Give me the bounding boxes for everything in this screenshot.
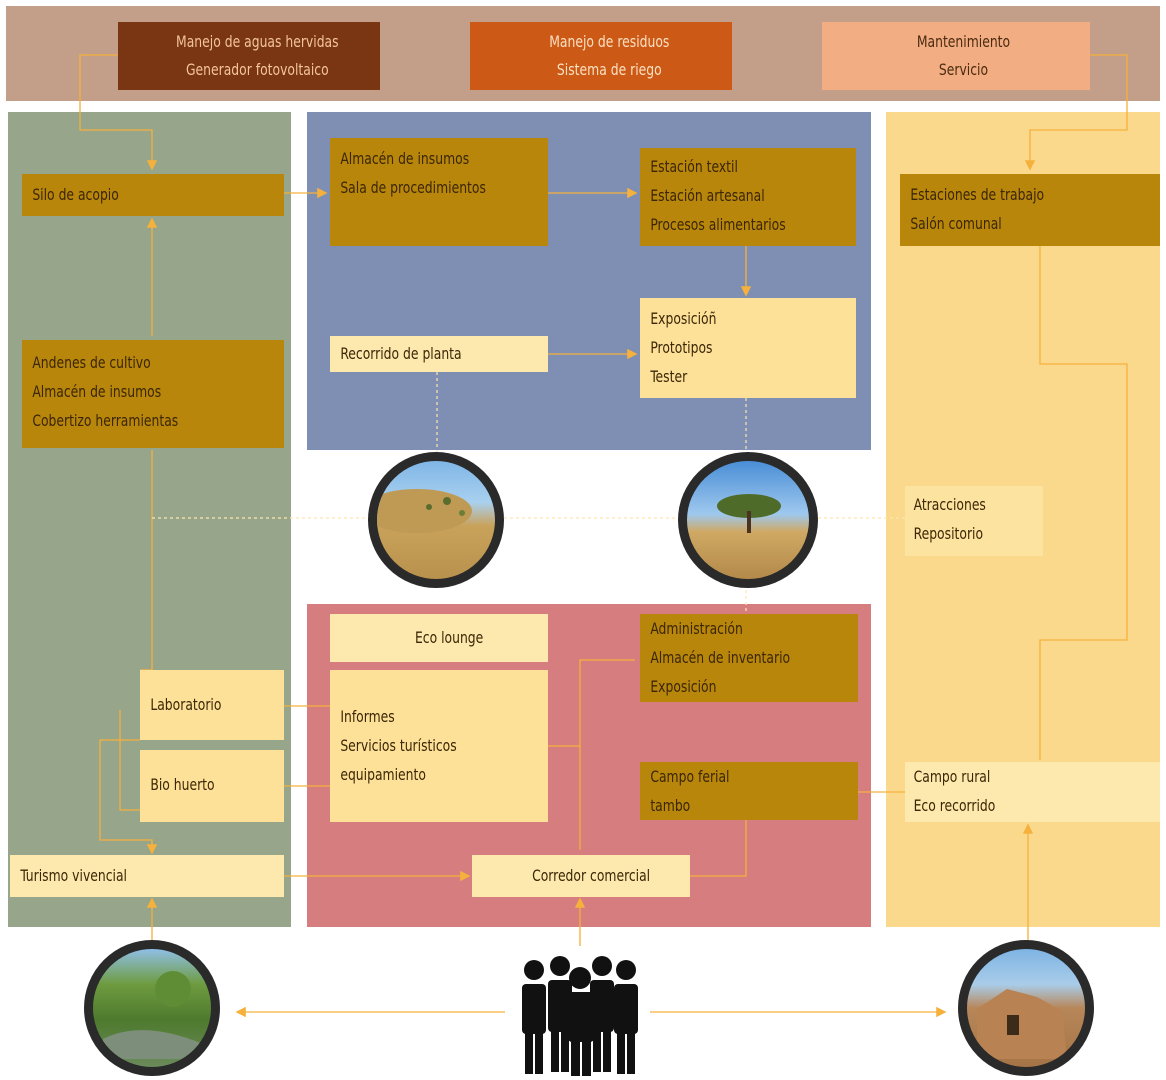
tree-photo <box>678 452 818 588</box>
exposicion-box: Exposicióñ Prototipos Tester <box>640 298 856 398</box>
people-group-icon <box>522 956 638 1076</box>
campo-rural-line2: Eco recorrido <box>913 796 996 815</box>
almacen-box: Almacén de insumos Sala de procedimiento… <box>330 138 548 246</box>
river-photo <box>84 940 220 1076</box>
rock-photo <box>958 940 1094 1076</box>
atracciones-box: Atracciones Repositorio <box>905 486 1043 556</box>
andenes-box: Andenes de cultivo Almacén de insumos Co… <box>22 340 284 448</box>
campo-rural-box: Campo rural Eco recorrido <box>905 762 1160 822</box>
top-right-line2: Servicio <box>938 60 989 79</box>
laboratorio-label: Laboratorio <box>150 695 222 714</box>
ecolounge-label: Eco lounge <box>414 628 484 647</box>
top-middle-line2: Sistema de riego <box>556 60 662 79</box>
admin-line1: Administración <box>650 619 743 638</box>
corredor-label: Corredor comercial <box>532 866 651 885</box>
estaciones-line3: Procesos alimentarios <box>650 215 786 234</box>
exposicion-line1: Exposicióñ <box>650 309 717 328</box>
andenes-line2: Almacén de insumos <box>32 382 162 401</box>
hill-photo <box>368 452 504 588</box>
informes-line3: equipamiento <box>340 765 426 784</box>
silo-label: Silo de acopio <box>32 185 119 204</box>
top-middle-line1: Manejo de residuos <box>549 32 670 51</box>
campo-ferial-box: Campo ferial tambo <box>640 762 858 820</box>
estaciones-trabajo-line2: Salón comunal <box>910 214 1002 233</box>
exposicion-line3: Tester <box>650 367 688 386</box>
campo-ferial-line1: Campo ferial <box>650 767 730 786</box>
river-photo-image <box>103 971 203 1059</box>
top-box-maintenance: Mantenimiento Servicio <box>822 22 1090 90</box>
admin-line2: Almacén de inventario <box>650 648 791 667</box>
top-box-waste: Manejo de residuos Sistema de riego <box>470 22 732 90</box>
almacen-line2: Sala de procedimientos <box>340 178 486 197</box>
biohuerto-box: Bio huerto <box>140 750 284 822</box>
rock-photo-image <box>977 989 1067 1059</box>
recorrido-box: Recorrido de planta <box>330 336 548 372</box>
turismo-box: Turismo vivencial <box>10 855 284 897</box>
admin-box: Administración Almacén de inventario Exp… <box>640 614 858 702</box>
ecolounge-box: Eco lounge <box>330 614 548 662</box>
estaciones-trabajo-box: Estaciones de trabajo Salón comunal <box>900 174 1160 246</box>
almacen-line1: Almacén de insumos <box>340 149 470 168</box>
campo-rural-line1: Campo rural <box>913 767 991 786</box>
laboratorio-box: Laboratorio <box>140 670 284 740</box>
admin-line3: Exposición <box>650 677 717 696</box>
informes-line1: Informes <box>340 707 395 726</box>
andenes-line1: Andenes de cultivo <box>32 353 151 372</box>
top-left-line1: Manejo de aguas hervidas <box>176 32 339 51</box>
atracciones-line1: Atracciones <box>913 495 986 514</box>
turismo-label: Turismo vivencial <box>20 866 128 885</box>
andenes-line3: Cobertizo herramientas <box>32 411 179 430</box>
hill-photo-image <box>377 489 472 533</box>
silo-box: Silo de acopio <box>22 174 284 216</box>
top-right-line1: Mantenimiento <box>916 32 1011 51</box>
campo-ferial-line2: tambo <box>650 796 691 815</box>
estaciones-line1: Estación textil <box>650 157 738 176</box>
corredor-box: Corredor comercial <box>472 855 690 897</box>
tree-photo-image <box>717 494 781 533</box>
estaciones-trabajo-line1: Estaciones de trabajo <box>910 185 1045 204</box>
informes-line2: Servicios turísticos <box>340 736 457 755</box>
estaciones-line2: Estación artesanal <box>650 186 765 205</box>
biohuerto-label: Bio huerto <box>150 775 215 794</box>
atracciones-line2: Repositorio <box>913 524 984 543</box>
exposicion-line2: Prototipos <box>650 338 713 357</box>
top-box-water: Manejo de aguas hervidas Generador fotov… <box>118 22 380 90</box>
estaciones-box: Estación textil Estación artesanal Proce… <box>640 148 856 246</box>
recorrido-label: Recorrido de planta <box>340 344 462 363</box>
top-left-line2: Generador fotovoltaico <box>185 60 329 79</box>
informes-box: Informes Servicios turísticos equipamien… <box>330 670 548 822</box>
